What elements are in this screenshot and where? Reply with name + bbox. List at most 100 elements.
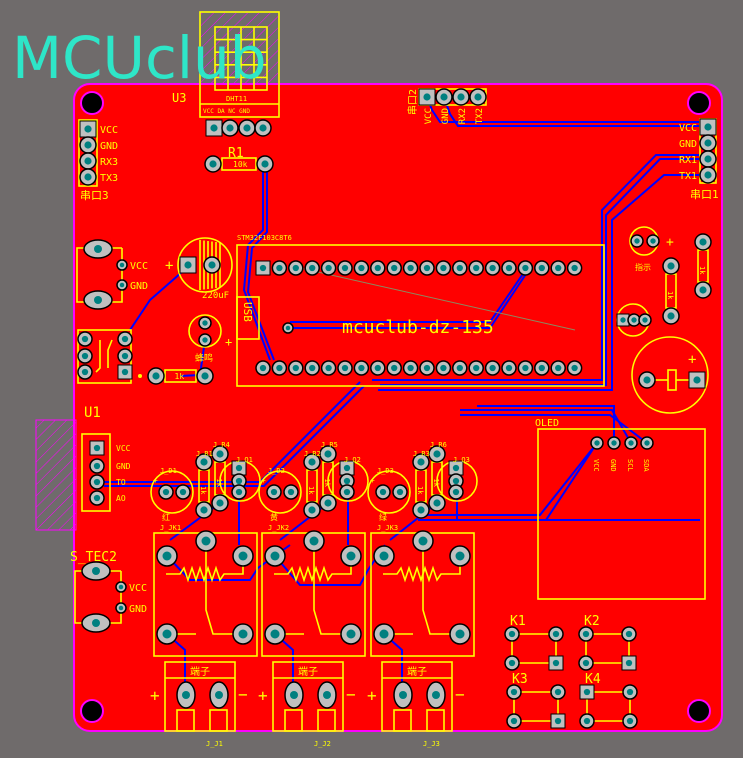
led-plus: + <box>370 476 375 485</box>
channel-resistor-a-value: 1k <box>416 486 424 495</box>
keepout-region <box>35 419 77 531</box>
mounting-hole[interactable] <box>687 91 711 115</box>
drill-hole <box>474 93 482 101</box>
copper-trace <box>420 442 598 516</box>
terminal-tab <box>176 709 195 732</box>
drill-hole <box>309 364 316 372</box>
indicator-label: 指示 <box>635 262 651 272</box>
big-cap-outline <box>631 336 709 414</box>
drill-hole <box>358 264 365 272</box>
copper-trace <box>380 158 700 386</box>
r1-value: 10k <box>233 160 248 169</box>
drill-hole <box>455 629 465 639</box>
drill-hole <box>644 440 650 446</box>
drill-hole <box>162 551 172 561</box>
serial1-pin-label: VCC <box>679 123 697 134</box>
s-tec2-gnd: GND <box>129 604 147 615</box>
resistor-a-ref: J_R3 <box>413 450 430 458</box>
led-plus: + <box>153 476 158 485</box>
drill-hole <box>202 320 208 326</box>
silkscreen-layer <box>74 11 717 732</box>
drill-hole <box>343 477 351 485</box>
drill-hole <box>84 125 92 133</box>
drill-hole <box>287 488 295 496</box>
drill-hole <box>396 488 404 496</box>
drill-hole <box>650 238 656 244</box>
drill-hole <box>489 264 496 272</box>
drill-hole <box>215 691 223 699</box>
drill-hole <box>119 282 125 288</box>
copper-trace <box>378 174 700 391</box>
drill-hole <box>226 124 234 132</box>
board-title: mcuclub-dz-135 <box>342 317 494 338</box>
resistor-b-ref: J_R4 <box>213 441 230 449</box>
copper-trace <box>287 267 531 329</box>
drill-hole <box>270 551 280 561</box>
serial2-pin-label: RX2 <box>458 108 468 124</box>
drill-hole <box>417 506 425 514</box>
pads-layer <box>77 88 717 729</box>
drill-hole <box>216 499 224 507</box>
serial1-pin-label: RX1 <box>679 155 697 166</box>
drill-hole <box>634 238 640 244</box>
drill-hole <box>522 264 529 272</box>
mounting-hole[interactable] <box>80 699 104 723</box>
cap-plus: + <box>165 258 173 274</box>
drill-hole <box>440 364 447 372</box>
drill-hole <box>625 659 633 667</box>
drill-hole <box>628 440 634 446</box>
u3-ref: U3 <box>172 91 186 105</box>
drill-hole <box>582 630 590 638</box>
drill-hole <box>555 264 562 272</box>
r-left-body <box>164 369 197 383</box>
drill-hole <box>704 123 712 131</box>
key-ref: K4 <box>585 672 601 687</box>
drill-hole <box>440 264 447 272</box>
drill-hole <box>554 688 562 696</box>
drill-hole <box>235 477 243 485</box>
drill-hole <box>704 139 712 147</box>
switch-lever <box>107 339 113 368</box>
copper-trace <box>460 414 648 444</box>
relay-contact <box>313 550 343 635</box>
drill-hole <box>455 551 465 561</box>
drill-hole <box>84 141 92 149</box>
mounting-hole[interactable] <box>80 91 104 115</box>
drill-hole <box>341 264 349 272</box>
relay-coil <box>383 565 461 583</box>
drill-hole <box>571 264 578 272</box>
drill-hole <box>259 364 267 372</box>
terminal-ref: J_J2 <box>314 740 331 748</box>
drill-hole <box>308 458 316 466</box>
led-color: 绿 <box>379 513 387 522</box>
transistor-ref: J_Q2 <box>344 456 361 464</box>
channel-resistor-b-value: 1k <box>215 479 223 488</box>
drill-hole <box>456 364 463 372</box>
led-ref: J_D1 <box>160 467 177 475</box>
drill-hole <box>379 551 389 561</box>
drill-hole <box>243 124 251 132</box>
drill-hole <box>162 629 172 639</box>
key-ref: K2 <box>584 614 600 629</box>
relay-coil <box>166 565 244 583</box>
drill-hole <box>285 325 291 331</box>
terminal-outline <box>381 661 453 732</box>
drill-hole <box>704 155 712 163</box>
led-color: 黄 <box>270 512 278 522</box>
mounting-hole[interactable] <box>687 699 711 723</box>
serial3-name: 串口3 <box>80 189 109 202</box>
drill-hole <box>121 335 129 343</box>
drill-hole <box>552 659 560 667</box>
drill-hole <box>505 264 513 272</box>
big-cap-plus: + <box>688 352 696 368</box>
usb-outline <box>236 296 260 340</box>
drill-hole <box>84 157 92 165</box>
relay-ref: J_JK3 <box>377 524 398 532</box>
dot <box>138 374 142 378</box>
drill-hole <box>121 368 129 376</box>
mcuclub-logo: MCUclub <box>12 24 267 92</box>
drill-hole <box>379 629 389 639</box>
drill-hole <box>270 488 278 496</box>
